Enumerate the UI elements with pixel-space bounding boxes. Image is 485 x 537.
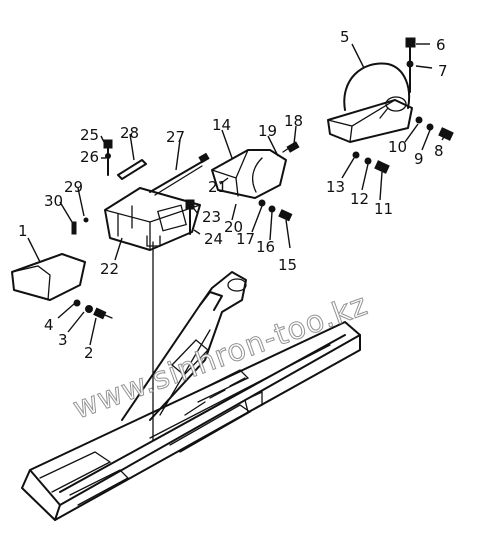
- bolt-25-26: [103, 139, 113, 176]
- callout-27: 27: [166, 128, 185, 146]
- clamp-block-14: [211, 149, 287, 199]
- callout-15: 15: [278, 256, 297, 274]
- callout-2: 2: [84, 344, 94, 362]
- callout-19: 19: [258, 122, 277, 140]
- callout-18: 18: [284, 112, 303, 130]
- bracket-assembly: [104, 187, 201, 251]
- bolts-15-16-17: [258, 199, 293, 222]
- leader-lines: [27, 43, 447, 346]
- track-frame: [21, 321, 361, 521]
- bolts-8-9-10: [415, 116, 454, 141]
- bolts-11-12-13: [352, 151, 390, 174]
- callout-10: 10: [388, 138, 407, 156]
- bolt-washer-2-3-4: [73, 299, 113, 320]
- callout-4: 4: [44, 316, 54, 334]
- callout-12: 12: [350, 190, 369, 208]
- callout-28: 28: [120, 124, 139, 142]
- callout-labels: 1 2 3 4 5 6 7 8 9 10 11 12 13 14 15 16 1…: [18, 28, 448, 362]
- pivot-arm: [121, 271, 247, 421]
- callout-9: 9: [414, 150, 424, 168]
- callout-6: 6: [436, 36, 446, 54]
- callout-24: 24: [204, 230, 223, 248]
- callout-16: 16: [256, 238, 275, 256]
- callout-23: 23: [202, 208, 221, 226]
- callout-22: 22: [100, 260, 119, 278]
- callout-21: 21: [208, 178, 227, 196]
- callout-5: 5: [340, 28, 350, 46]
- pin-29-30: [71, 217, 89, 235]
- callout-11: 11: [374, 200, 393, 218]
- callout-29: 29: [64, 178, 83, 196]
- pin-28: [117, 159, 147, 180]
- callout-3: 3: [58, 331, 68, 349]
- callout-26: 26: [80, 148, 99, 166]
- callout-20: 20: [224, 218, 243, 236]
- bolt-18-19: [282, 141, 300, 153]
- callout-30: 30: [44, 192, 63, 210]
- cover-plate-1: [11, 253, 86, 301]
- bolt-23-24: [185, 199, 195, 235]
- callout-25: 25: [80, 126, 99, 144]
- callout-14: 14: [212, 116, 231, 134]
- bolt-6-7: [405, 37, 416, 93]
- long-bolt-27: [149, 152, 210, 196]
- callout-17: 17: [236, 230, 255, 248]
- callout-13: 13: [326, 178, 345, 196]
- callout-7: 7: [438, 62, 448, 80]
- callout-1: 1: [18, 222, 28, 240]
- callout-8: 8: [434, 142, 444, 160]
- guard-plate-5: [327, 62, 413, 143]
- watermark-text: www.sinhron-too.kz: [68, 287, 372, 426]
